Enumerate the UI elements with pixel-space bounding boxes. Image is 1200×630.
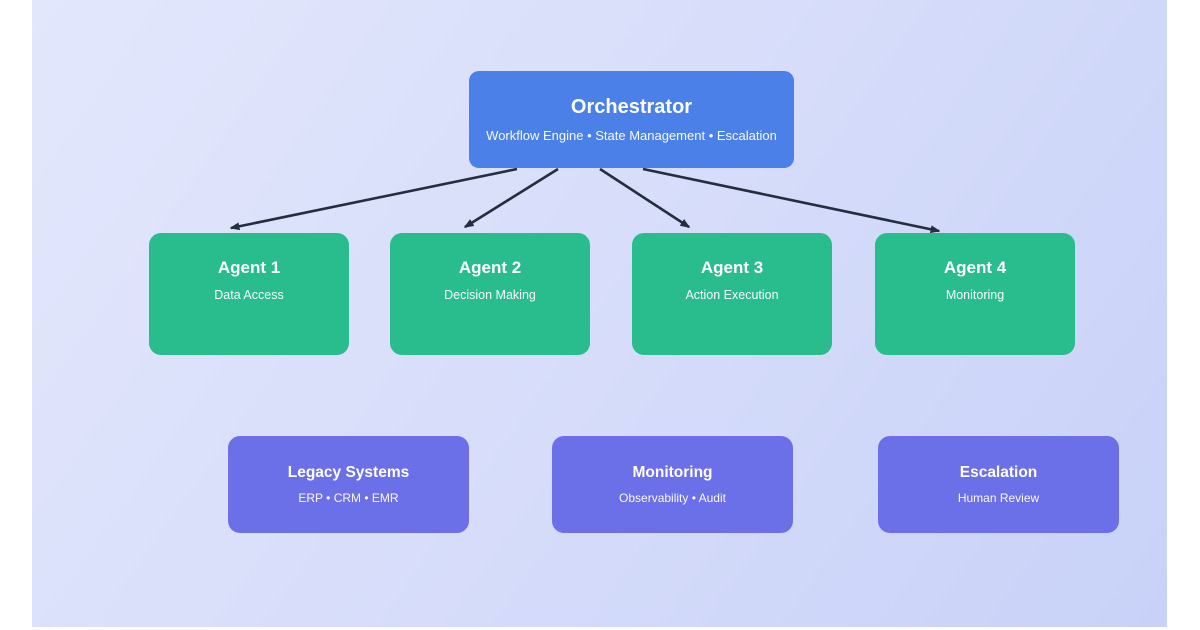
node-agent-1: Agent 1 Data Access (149, 233, 349, 355)
node-legacy-systems: Legacy Systems ERP • CRM • EMR (228, 436, 469, 533)
orchestrator-subtitle: Workflow Engine • State Management • Esc… (486, 128, 777, 143)
agent-title: Agent 4 (943, 258, 1007, 277)
agent-subtitle: Data Access (214, 288, 284, 302)
system-subtitle: Human Review (957, 491, 1040, 505)
system-title: Legacy Systems (287, 464, 410, 481)
agent-subtitle: Decision Making (444, 288, 536, 302)
system-title: Monitoring (632, 464, 713, 481)
orchestrator-title: Orchestrator (570, 96, 693, 118)
node-orchestrator: Orchestrator Workflow Engine • State Man… (469, 71, 794, 168)
node-escalation: Escalation Human Review (878, 436, 1119, 533)
node-agent-3: Agent 3 Action Execution (632, 233, 832, 355)
agent-title: Agent 1 (217, 258, 281, 277)
node-monitoring: Monitoring Observability • Audit (552, 436, 793, 533)
system-title: Escalation (959, 464, 1038, 481)
diagram-canvas: Orchestrator Workflow Engine • State Man… (32, 0, 1167, 627)
node-agent-2: Agent 2 Decision Making (390, 233, 590, 355)
agent-subtitle: Action Execution (685, 288, 779, 302)
system-subtitle: Observability • Audit (619, 491, 726, 505)
agent-subtitle: Monitoring (945, 288, 1005, 302)
agent-title: Agent 2 (458, 258, 522, 277)
agent-title: Agent 3 (700, 258, 764, 277)
node-agent-4: Agent 4 Monitoring (875, 233, 1075, 355)
system-subtitle: ERP • CRM • EMR (298, 491, 399, 505)
